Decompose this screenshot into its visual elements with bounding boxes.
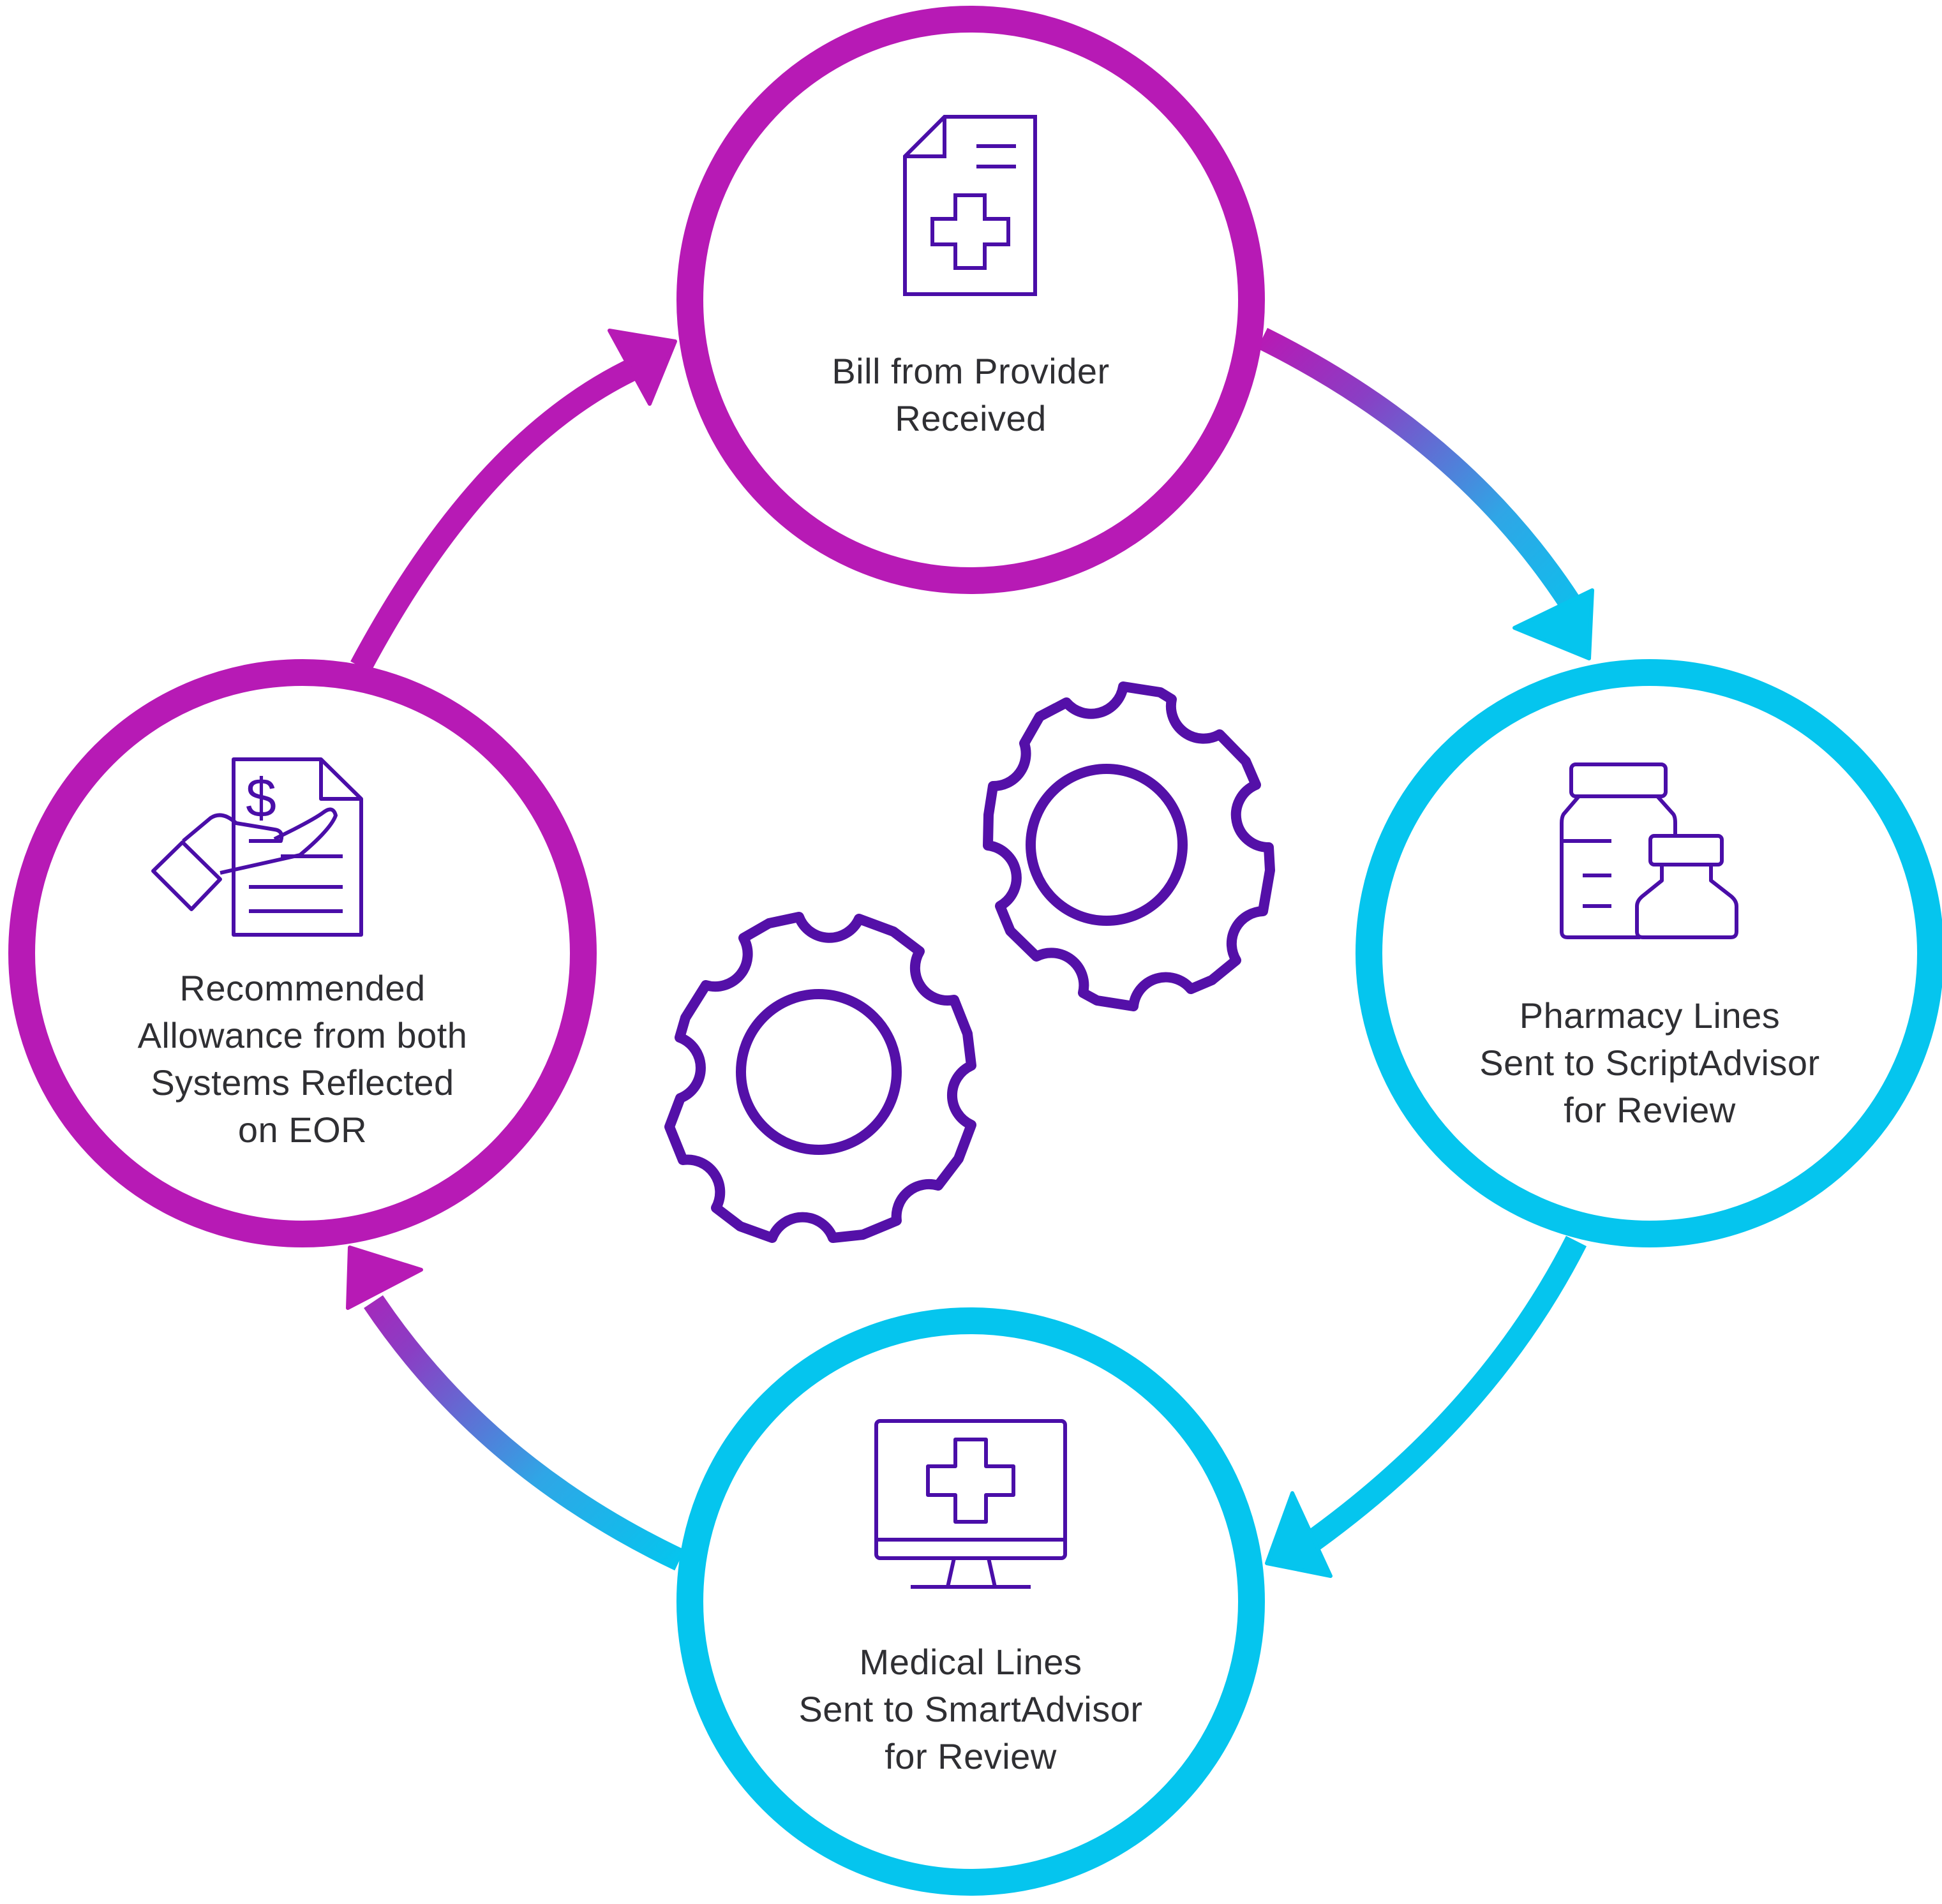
medical-document-icon (903, 115, 1037, 296)
gear-large-hub (1026, 764, 1188, 926)
label-medical-lines: Medical Lines Sent to SmartAdvisor for R… (747, 1639, 1194, 1780)
label-pharmacy-lines: Pharmacy Lines Sent to ScriptAdvisor for… (1426, 992, 1873, 1134)
gear-small (664, 912, 976, 1243)
label-line: Recommended (179, 968, 426, 1008)
label-bill-received: Bill from Provider Received (747, 348, 1194, 442)
medical-monitor-icon (874, 1419, 1067, 1589)
medicine-bottles-icon (1560, 762, 1738, 939)
label-line: Medical Lines (859, 1642, 1082, 1682)
ring-pharmacy-lines (1356, 659, 1942, 1247)
hand-invoice-dollar-icon: $ (151, 757, 363, 937)
label-line: Sent to SmartAdvisor (798, 1689, 1143, 1729)
label-line: Allowance from both (137, 1015, 468, 1055)
svg-text:$: $ (246, 768, 276, 829)
label-line: Pharmacy Lines (1519, 995, 1781, 1036)
arrow-bill-to-pharmacy (1257, 327, 1594, 660)
label-line: on EOR (237, 1110, 368, 1150)
gear-small-hub (736, 989, 902, 1155)
arrow-pharmacy-to-medical (1265, 1235, 1587, 1578)
label-line: Bill from Provider (832, 351, 1110, 391)
label-line: Received (895, 398, 1047, 438)
gear-large (983, 681, 1275, 1011)
label-line: for Review (1564, 1090, 1736, 1130)
gears-icon (664, 681, 1275, 1243)
label-line: Systems Reflected (151, 1062, 454, 1103)
ring-medical-lines (676, 1307, 1265, 1896)
arrow-medical-to-allowance (346, 1246, 685, 1571)
arrow-allowance-to-bill (350, 329, 677, 673)
label-line: for Review (885, 1736, 1057, 1776)
label-line: Sent to ScriptAdvisor (1479, 1043, 1820, 1083)
ring-bill-received (676, 6, 1265, 594)
label-recommended-allowance: Recommended Allowance from both Systems … (79, 965, 526, 1154)
ring-recommended-allowance (8, 659, 597, 1247)
